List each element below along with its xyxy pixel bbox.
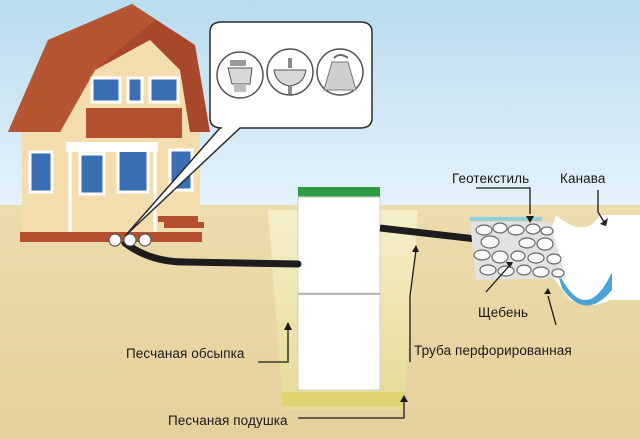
leader-lines xyxy=(258,187,605,419)
shower-icon xyxy=(316,48,364,96)
label-perforated-pipe: Труба перфорированная xyxy=(414,343,572,358)
label-gravel: Щебень xyxy=(478,305,529,320)
arrowheads xyxy=(284,216,608,402)
septic-tank xyxy=(297,187,381,391)
inlet-pipe xyxy=(121,239,302,268)
sink-icon xyxy=(266,48,314,96)
label-sand-backfill: Песчаная обсыпка xyxy=(126,346,245,361)
house xyxy=(8,4,210,242)
label-sand-cushion: Песчаная подушка xyxy=(168,413,288,428)
gravel-bed xyxy=(470,217,566,280)
toilet-icon xyxy=(216,51,264,99)
label-ditch: Канава xyxy=(560,171,606,186)
fixture-outlets xyxy=(108,233,152,247)
label-geotextile: Геотекстиль xyxy=(452,171,530,186)
